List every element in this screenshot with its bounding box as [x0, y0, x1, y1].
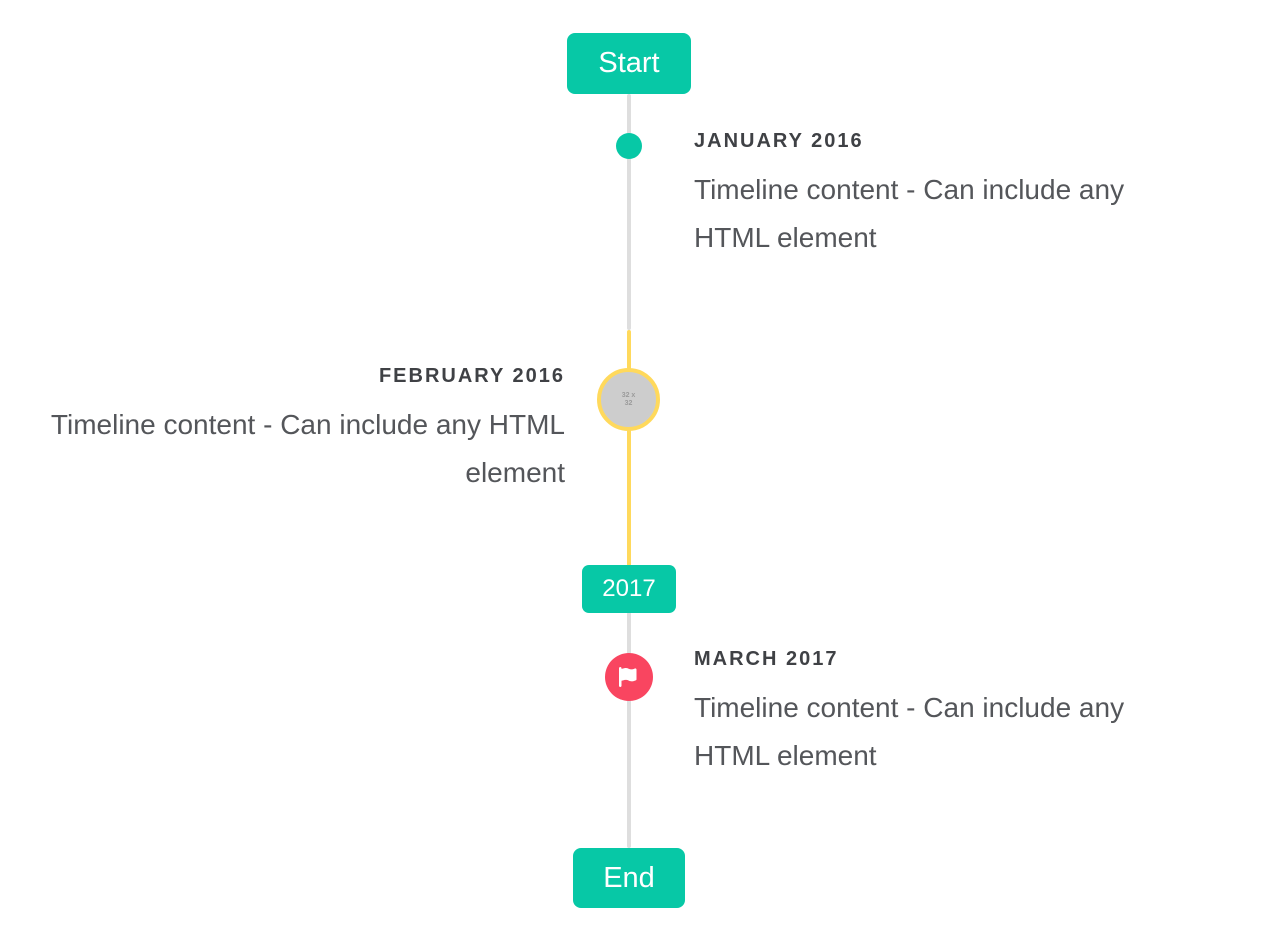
event-item: JANUARY 2016 Timeline content - Can incl…: [694, 130, 1194, 262]
event-date: FEBRUARY 2016: [378, 365, 565, 387]
timeline-line-segment-bottom: [627, 612, 631, 848]
event-item: MARCH 2017 Timeline content - Can includ…: [694, 648, 1194, 780]
event-date: MARCH 2017: [694, 648, 839, 670]
event-marker-image[interactable]: 32 x32: [597, 368, 660, 431]
event-content: Timeline content - Can include any HTML …: [50, 409, 565, 488]
flag-icon: [619, 667, 639, 687]
year-badge-2017: 2017: [582, 565, 676, 613]
timeline-line-segment-highlight: [627, 330, 631, 567]
event-content: Timeline content - Can include any HTML …: [694, 692, 1125, 771]
timeline-line-segment-top: [627, 94, 631, 330]
start-badge: Start: [567, 33, 691, 94]
event-marker-dot[interactable]: [616, 133, 642, 159]
event-content: Timeline content - Can include any HTML …: [694, 174, 1125, 253]
event-marker-flag[interactable]: [605, 653, 653, 701]
event-date: JANUARY 2016: [694, 130, 864, 152]
image-placeholder: 32 x32: [621, 391, 636, 407]
end-badge: End: [573, 848, 685, 908]
event-item: FEBRUARY 2016 Timeline content - Can inc…: [45, 365, 565, 497]
